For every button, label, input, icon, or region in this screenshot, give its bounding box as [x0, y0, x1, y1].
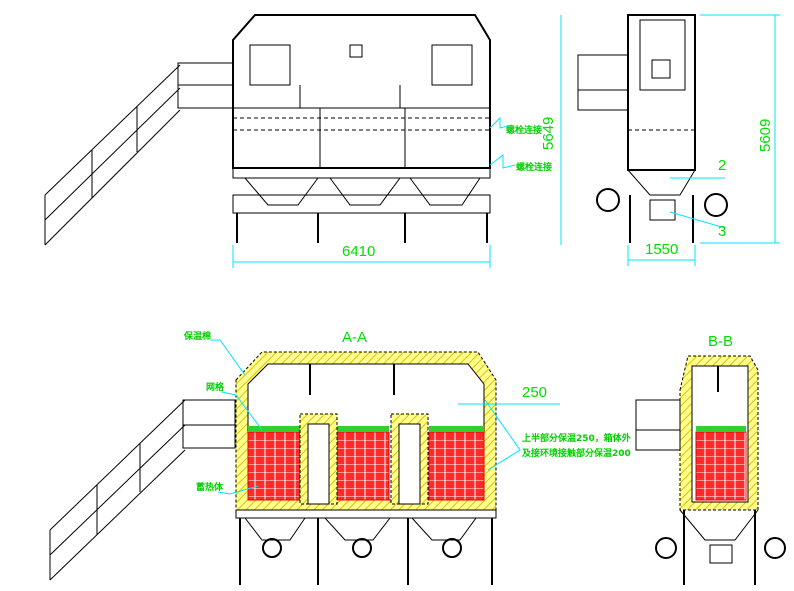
front-elevation: 6410 螺栓连接 螺栓连接 5649 — [44, 14, 562, 268]
dim-width-side: 1550 — [645, 241, 678, 258]
dim-height-front: 5649 — [540, 117, 557, 150]
label-body: 蓄热体 — [196, 481, 224, 493]
section-b-b: B-B — [635, 333, 786, 585]
stair-section — [49, 399, 236, 581]
dim-width-front: 6410 — [342, 243, 375, 260]
stair-front — [44, 62, 234, 246]
insulation-note-line2: 及接环境接触部分保温200 — [522, 447, 631, 459]
heat-storage-core-1 — [247, 431, 301, 501]
callout-3: 3 — [718, 223, 726, 240]
callout-2: 2 — [718, 157, 726, 174]
heat-storage-core-3 — [428, 431, 485, 501]
section-aa-title: A-A — [342, 329, 367, 346]
insulation-note-line1: 上半部分保温250，箱体外 — [522, 432, 631, 444]
callout-bolt-1: 螺栓连接 — [506, 124, 542, 136]
dim-height-side: 5609 — [757, 119, 774, 152]
dim-insulation-thickness: 250 — [522, 384, 547, 401]
label-insulation: 保温棉 — [183, 330, 211, 342]
side-elevation: 1550 5609 2 3 — [577, 14, 780, 266]
label-mesh: 网格 — [206, 381, 225, 393]
section-bb-title: B-B — [708, 333, 733, 350]
front-housing — [232, 14, 491, 169]
heat-storage-core-2 — [336, 431, 390, 501]
section-a-a: A-A 保温棉 — [49, 329, 631, 585]
callout-bolt-2: 螺栓连接 — [516, 161, 552, 173]
